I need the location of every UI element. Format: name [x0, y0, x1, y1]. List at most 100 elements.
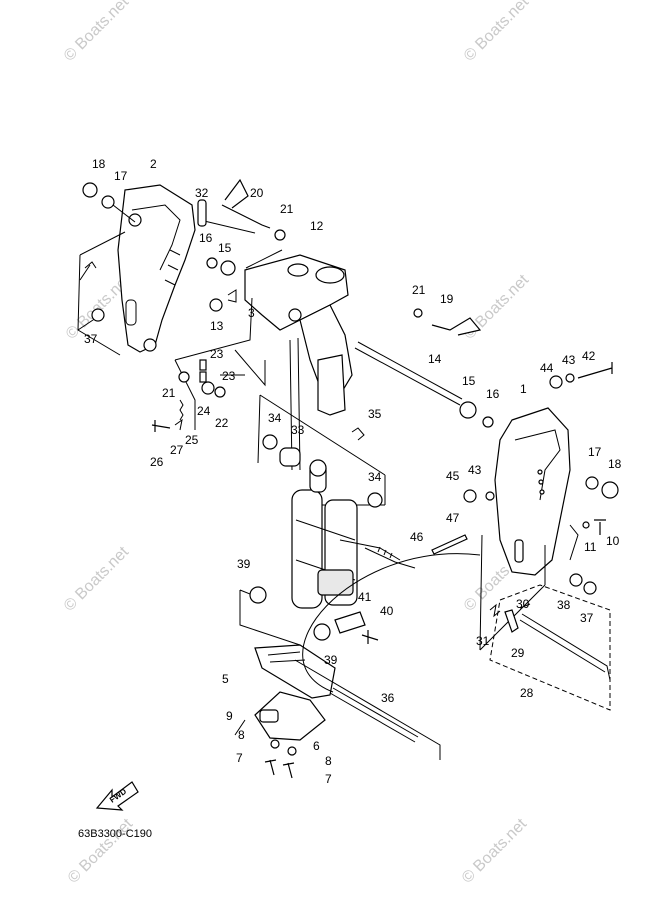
bolt-21	[274, 229, 286, 241]
drawing-code: 63B3300-C190	[78, 828, 152, 840]
part-label: 21	[280, 202, 294, 216]
swivel-outline	[174, 297, 266, 387]
washer-8b	[287, 746, 297, 756]
bushing-15b	[459, 401, 477, 419]
part-label: 17	[588, 445, 602, 459]
lever-29	[504, 609, 519, 633]
washer-16b	[482, 416, 494, 428]
part-label: 8	[238, 728, 245, 742]
part-label: 47	[446, 511, 460, 525]
part-label: 34	[268, 411, 282, 425]
part-label: 38	[557, 598, 571, 612]
cylinder-box	[257, 394, 386, 506]
part-label: 18	[92, 157, 106, 171]
part-label: 1	[520, 382, 527, 396]
part-label: 19	[440, 292, 454, 306]
bolt-10	[594, 519, 606, 535]
box-39	[239, 589, 301, 646]
part-label: 21	[412, 283, 426, 297]
nut-18	[82, 182, 98, 198]
bolt-26	[151, 420, 171, 432]
part-label: 46	[410, 530, 424, 544]
cable-46	[364, 547, 416, 569]
washer-16	[206, 257, 218, 269]
nut-45	[463, 489, 477, 503]
shaft-14	[354, 341, 463, 406]
bolt-42	[577, 362, 613, 379]
swivel-bracket	[244, 254, 353, 471]
pin-23	[199, 359, 207, 371]
watermarks: © Boats.net © Boats.net © Boats.net © Bo…	[61, 0, 533, 887]
part-label: 13	[210, 319, 224, 333]
part-label: 6	[313, 739, 320, 753]
part-label: 22	[215, 416, 229, 430]
part-label: 37	[580, 611, 594, 625]
watermark: © Boats.net	[461, 0, 533, 65]
watermark: © Boats.net	[61, 0, 133, 65]
bolt-7	[264, 759, 277, 776]
part-label: 23	[210, 347, 224, 361]
plate-6	[254, 691, 326, 741]
part-label: 7	[236, 751, 243, 765]
part-label: 39	[237, 557, 251, 571]
part-label: 11	[584, 540, 597, 554]
nut-37b	[583, 581, 597, 595]
part-labels: 1 2 3 5 6 7 7 8 8 9 10 11 12 13 14 15 15…	[84, 157, 622, 786]
part-label: 28	[520, 686, 534, 700]
part-label: 29	[511, 646, 525, 660]
nut-37	[91, 308, 105, 322]
part-label: 36	[381, 691, 395, 705]
pin-32	[197, 199, 207, 227]
part-label: 3	[248, 306, 255, 320]
part-label: 42	[582, 349, 596, 363]
washer-17	[101, 195, 115, 209]
part-label: 16	[199, 231, 213, 245]
part-label: 18	[608, 457, 622, 471]
washer-39	[249, 586, 267, 604]
part-label: 27	[170, 443, 184, 457]
part-label: 41	[358, 590, 372, 604]
collar-34	[262, 434, 278, 450]
part-label: 21	[162, 386, 176, 400]
bolt-7b	[282, 762, 295, 779]
watermark: © Boats.net	[459, 815, 531, 887]
bracket-outline	[77, 231, 126, 356]
washer-17b	[585, 476, 599, 490]
bolt-40	[361, 630, 379, 644]
watermark: © Boats.net	[65, 815, 137, 887]
fwd-arrow-icon: FWD	[95, 781, 139, 811]
left-clamp-bracket	[117, 184, 196, 353]
part-label: 43	[562, 353, 576, 367]
part-label: 26	[150, 455, 164, 469]
nut-18b	[601, 481, 619, 499]
shaft-36	[329, 687, 419, 743]
part-label: 31	[476, 634, 490, 648]
part-label: 9	[226, 709, 233, 723]
plate-41	[334, 611, 366, 634]
pin-47	[431, 534, 468, 555]
pin-23b	[199, 371, 207, 383]
washer-38	[569, 573, 583, 587]
part-label: 5	[222, 672, 229, 686]
part-label: 35	[368, 407, 382, 421]
part-label: 33	[291, 423, 305, 437]
bushing-15	[220, 260, 236, 276]
lower-bracket-5	[254, 644, 336, 699]
washer-44	[549, 375, 563, 389]
right-clamp-bracket	[494, 407, 571, 576]
part-label: 32	[195, 186, 209, 200]
part-label: 23	[222, 369, 236, 383]
collar-34b	[367, 492, 383, 508]
part-label: 39	[324, 653, 338, 667]
clip-3	[227, 289, 237, 303]
spring-25	[179, 399, 184, 421]
part-label: 44	[540, 361, 554, 375]
part-label: 15	[218, 241, 232, 255]
bushing-33	[279, 447, 301, 467]
washer-43	[565, 373, 575, 383]
part-label: 45	[446, 469, 460, 483]
spring-27	[174, 418, 183, 431]
part-label: 40	[380, 604, 394, 618]
part-label: 15	[462, 374, 476, 388]
rod-29	[519, 613, 611, 681]
